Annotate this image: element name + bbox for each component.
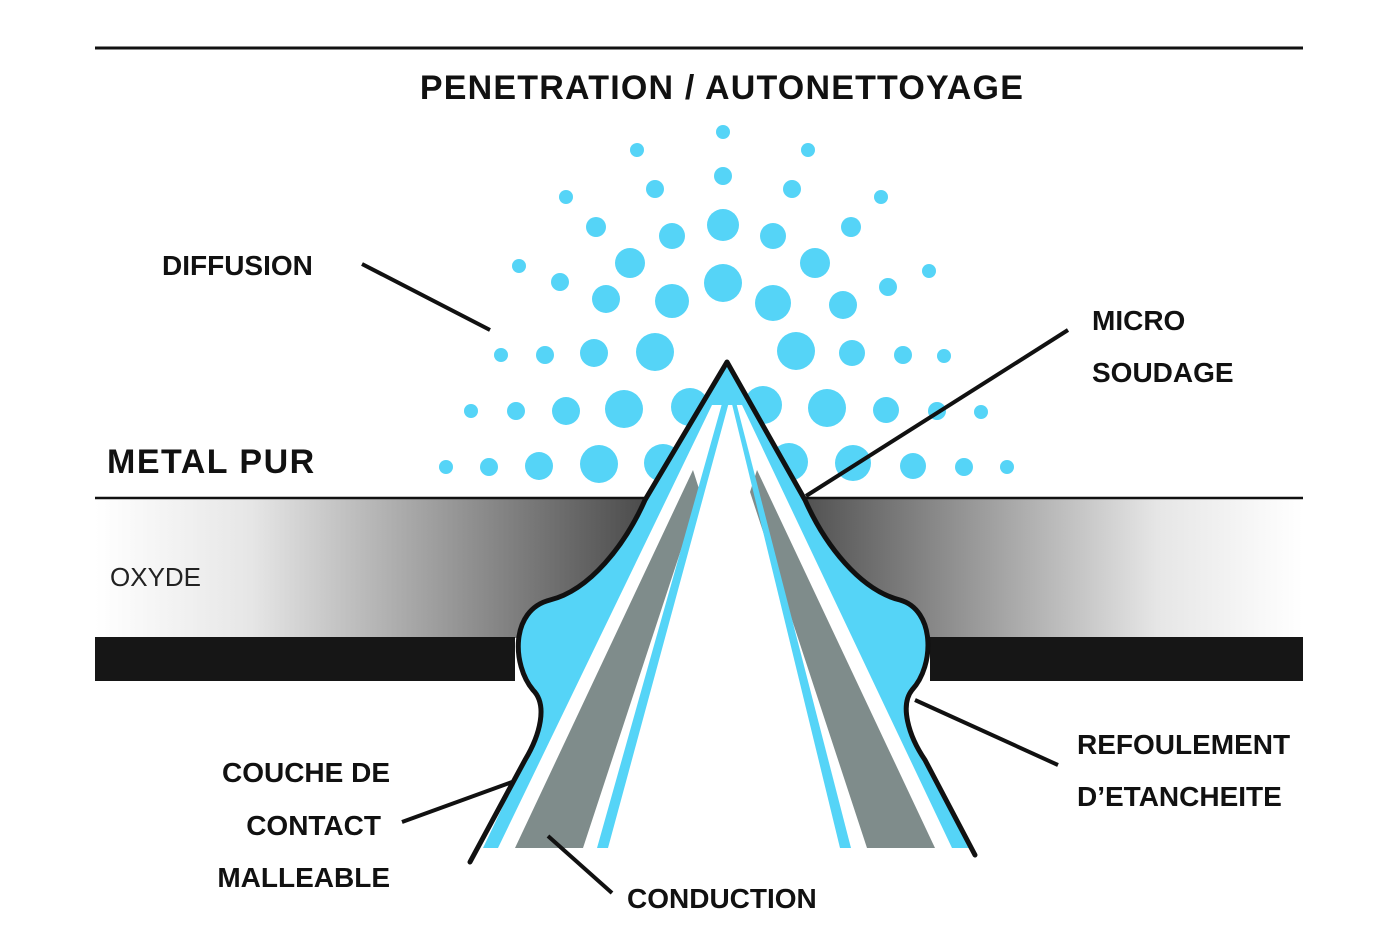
droplet bbox=[839, 340, 865, 366]
droplet bbox=[800, 248, 830, 278]
micro-welding-leader bbox=[804, 328, 1070, 498]
sealing-label-line2: D’ETANCHEITE bbox=[1077, 781, 1282, 812]
droplet bbox=[646, 180, 664, 198]
droplet bbox=[922, 264, 936, 278]
droplet bbox=[630, 143, 644, 157]
droplet bbox=[559, 190, 573, 204]
conduction-label: CONDUCTION bbox=[627, 883, 817, 914]
cone-inner-blue-left bbox=[597, 400, 729, 848]
base-bar-left bbox=[95, 637, 515, 681]
sealing-label-line1: REFOULEMENT bbox=[1077, 729, 1290, 760]
oxide-layer-label: OXYDE bbox=[110, 562, 201, 592]
base-bar-right bbox=[930, 637, 1303, 681]
droplet bbox=[655, 284, 689, 318]
droplet bbox=[592, 285, 620, 313]
droplet bbox=[783, 180, 801, 198]
micro-welding-label-line2: SOUDAGE bbox=[1092, 357, 1234, 388]
droplet bbox=[808, 389, 846, 427]
droplet bbox=[755, 285, 791, 321]
droplet bbox=[760, 223, 786, 249]
conduction-leader bbox=[546, 834, 614, 895]
droplet bbox=[801, 143, 815, 157]
droplet bbox=[704, 264, 742, 302]
droplet bbox=[874, 190, 888, 204]
penetration-cone bbox=[467, 359, 978, 865]
cone-inner-blue-right bbox=[731, 400, 851, 848]
contact-layer-label-line2: CONTACT bbox=[246, 810, 381, 841]
droplet bbox=[879, 278, 897, 296]
droplet bbox=[605, 390, 643, 428]
metal-layer-label: METAL PUR bbox=[107, 443, 316, 481]
droplet bbox=[873, 397, 899, 423]
droplet bbox=[707, 209, 739, 241]
droplet bbox=[900, 453, 926, 479]
diffusion-leader bbox=[361, 262, 491, 332]
droplet bbox=[777, 332, 815, 370]
droplet bbox=[1000, 460, 1014, 474]
droplet bbox=[536, 346, 554, 364]
droplet bbox=[841, 217, 861, 237]
contact-layer-label-line1: COUCHE DE bbox=[222, 757, 390, 788]
diffusion-label: DIFFUSION bbox=[162, 250, 313, 281]
sealing-leader bbox=[914, 698, 1059, 767]
droplet bbox=[494, 348, 508, 362]
micro-welding-label-line1: MICRO bbox=[1092, 305, 1185, 336]
diagram-title: PENETRATION / AUTONETTOYAGE bbox=[420, 69, 1024, 107]
droplet bbox=[580, 445, 618, 483]
droplet bbox=[586, 217, 606, 237]
droplet bbox=[974, 405, 988, 419]
droplet bbox=[894, 346, 912, 364]
droplet bbox=[480, 458, 498, 476]
droplet bbox=[714, 167, 732, 185]
droplet bbox=[552, 397, 580, 425]
droplet bbox=[615, 248, 645, 278]
droplet bbox=[551, 273, 569, 291]
contact-layer-label-line3: MALLEABLE bbox=[217, 862, 390, 893]
droplet bbox=[507, 402, 525, 420]
conduction-stripe-left bbox=[515, 470, 700, 848]
droplet bbox=[512, 259, 526, 273]
droplet bbox=[580, 339, 608, 367]
cone-outline bbox=[467, 359, 978, 865]
droplet bbox=[464, 404, 478, 418]
conduction-stripe-right bbox=[750, 470, 935, 848]
droplet bbox=[716, 125, 730, 139]
droplet bbox=[636, 333, 674, 371]
droplet bbox=[439, 460, 453, 474]
droplet bbox=[937, 349, 951, 363]
droplet bbox=[829, 291, 857, 319]
droplet bbox=[955, 458, 973, 476]
droplet bbox=[525, 452, 553, 480]
contact-layer-leader bbox=[401, 780, 513, 824]
droplet bbox=[659, 223, 685, 249]
